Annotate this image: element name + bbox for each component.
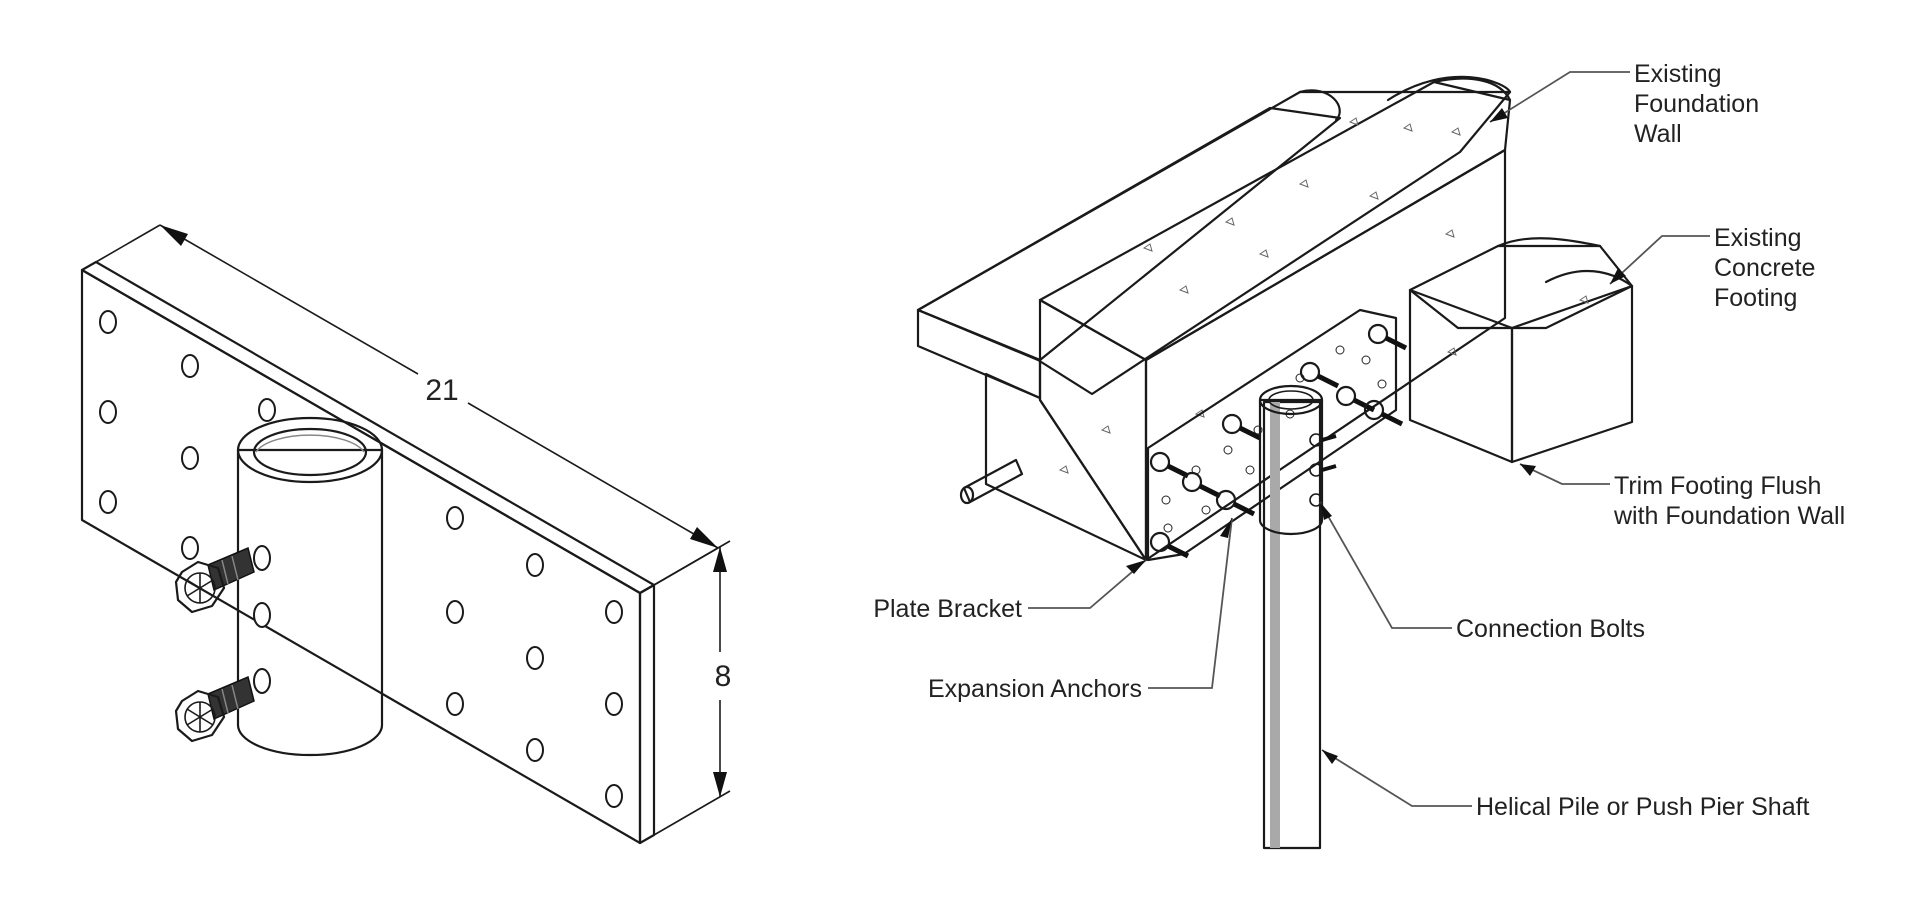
foundation-wall-front xyxy=(1144,148,1507,562)
concrete-texture xyxy=(1058,117,1589,474)
foundation-assembly: Existing Foundation Wall Existing Concre… xyxy=(873,60,1845,850)
footing-block-top xyxy=(1408,244,1634,330)
plate-holes xyxy=(99,310,623,808)
plate-anchors xyxy=(1149,323,1408,559)
dimension-height xyxy=(653,540,731,836)
label-connection-bolts: Connection Bolts xyxy=(1456,615,1645,643)
bracket-bolt-lower xyxy=(174,675,255,743)
bracket-bolt-upper xyxy=(174,546,255,614)
plate-side-edge xyxy=(638,583,656,845)
label-existing-concrete-footing: Existing Concrete Footing xyxy=(1714,224,1822,312)
label-trim-footing: Trim Footing Flush with Foundation Wall xyxy=(1613,472,1845,530)
plate-bracket-detail: 21 8 xyxy=(80,224,732,845)
wall-top-main xyxy=(1038,80,1512,362)
pipe-sleeve xyxy=(236,416,384,757)
foundation-wall-top xyxy=(916,90,1512,396)
dimension-length-label: 21 xyxy=(425,374,458,407)
footing-block-front xyxy=(1408,288,1514,464)
footing-slab-top xyxy=(916,106,1342,362)
foundation-wall-side xyxy=(1038,298,1148,562)
leader-lines xyxy=(1028,71,1710,807)
footing-block-side xyxy=(1510,284,1634,464)
label-existing-foundation-wall: Existing Foundation Wall xyxy=(1634,60,1766,148)
helical-pile-shaft xyxy=(1258,384,1337,850)
dowel-rod xyxy=(959,458,1024,505)
dimension-length xyxy=(95,224,719,586)
plate-front-face xyxy=(80,268,642,845)
dimension-height-label: 8 xyxy=(715,660,732,693)
wall-plate-bracket xyxy=(1146,308,1398,562)
label-expansion-anchors: Expansion Anchors xyxy=(928,675,1142,703)
label-helical-pile-shaft: Helical Pile or Push Pier Shaft xyxy=(1476,793,1810,821)
plate-top-edge xyxy=(80,260,656,595)
label-plate-bracket: Plate Bracket xyxy=(873,595,1022,623)
